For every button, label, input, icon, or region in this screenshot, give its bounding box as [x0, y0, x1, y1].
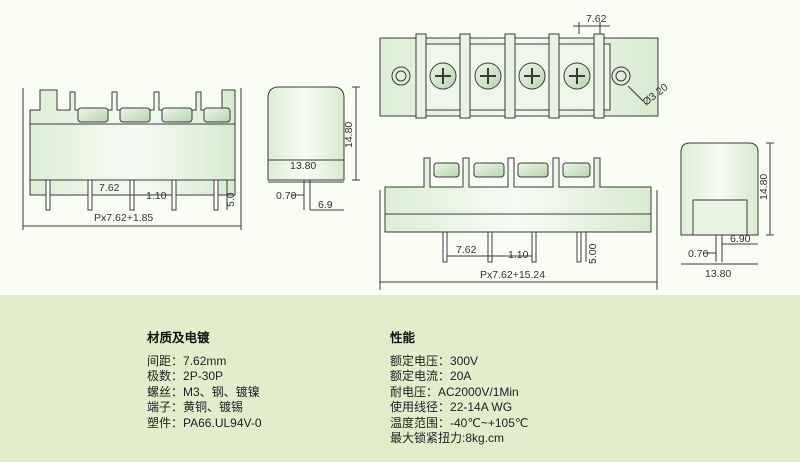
side-view-a — [267, 86, 360, 211]
spec-row: 极数：2P-30P — [147, 369, 262, 384]
technical-drawing: 7.62 Ø3.20 14.80 13.80 0.70 6.9 7.62 1.1… — [22, 13, 774, 290]
spec-key: 温度范围： — [390, 415, 451, 430]
spec-value: 20A — [450, 369, 472, 384]
dim-offset-b1: 0.70 — [688, 248, 709, 260]
dim-pin-b: 1.10 — [508, 249, 529, 261]
dim-offset-a2: 6.9 — [318, 199, 333, 211]
spec-key: 最大锁紧扭力: — [390, 430, 466, 445]
spec-row: 耐电压：AC2000V/1Min — [390, 385, 528, 400]
front-a-screws — [77, 107, 231, 123]
dim-pitch-top: 7.62 — [586, 13, 607, 25]
dim-offset-a1: 0.70 — [276, 190, 297, 202]
front-b-pins — [442, 231, 582, 263]
spec-key: 使用线径： — [390, 400, 451, 415]
dim-width-b: 13.80 — [705, 268, 731, 280]
dim-pitch-b: 7.62 — [456, 244, 477, 256]
spec-value: AC2000V/1Min — [438, 384, 519, 399]
spec-row: 温度范围：-40℃~+105℃ — [390, 416, 528, 431]
performance-section: 性能 额定电压：300V 额定电流：20A 耐电压：AC2000V/1Min 使… — [390, 327, 528, 446]
dim-height-b: 14.80 — [758, 174, 770, 200]
spec-row: 螺丝：M3、钢、镀镍 — [147, 385, 262, 400]
spec-key: 额定电流： — [390, 369, 451, 384]
spec-value: 22-14A WG — [450, 400, 513, 415]
spec-key: 耐电压： — [390, 384, 439, 399]
front-view-a — [22, 88, 242, 230]
spec-key: 额定电压： — [390, 354, 451, 368]
top-view-b — [379, 22, 659, 119]
front-b-screws — [433, 162, 591, 178]
dim-pitch-a: 7.62 — [99, 182, 120, 194]
dim-width-a: 13.80 — [290, 160, 316, 172]
spec-value: M3、钢、镀镍 — [183, 384, 260, 399]
spec-row: 额定电流：20A — [390, 369, 528, 384]
specs-panel: 材质及电镀 间距：7.62mm 极数：2P-30P 螺丝：M3、钢、镀镍 端子：… — [0, 295, 800, 462]
spec-key: 端子： — [147, 400, 184, 415]
spec-key: 间距： — [147, 354, 184, 368]
dim-pin-a: 1.10 — [146, 190, 167, 202]
top-b-screws — [429, 62, 591, 90]
side-view-b — [680, 142, 774, 265]
spec-row: 额定电压：300V — [390, 354, 528, 369]
dim-total-b: Px7.62+15.24 — [480, 269, 545, 281]
spec-value: -40℃~+105℃ — [450, 415, 529, 430]
dim-offset-b2: 6.90 — [730, 233, 751, 245]
dim-height-a: 14.80 — [343, 122, 355, 148]
front-view-b — [379, 157, 658, 290]
spec-value: 8kg.cm — [465, 430, 505, 445]
materials-title: 材质及电镀 — [147, 331, 210, 345]
spec-value: 7.62mm — [183, 354, 227, 368]
dim-pinlen-b: 5.00 — [587, 243, 599, 264]
spec-row: 使用线径：22-14A WG — [390, 400, 528, 415]
spec-row: 最大锁紧扭力:8kg.cm — [390, 431, 528, 446]
spec-row: 塑件：PA66.UL94V-0 — [147, 416, 262, 431]
spec-key: 塑件： — [147, 415, 184, 430]
spec-key: 极数： — [147, 369, 184, 384]
spec-key: 螺丝： — [147, 384, 184, 399]
spec-row: 端子：黄铜、镀锡 — [147, 400, 262, 415]
spec-row: 间距：7.62mm — [147, 354, 262, 369]
materials-section: 材质及电镀 间距：7.62mm 极数：2P-30P 螺丝：M3、钢、镀镍 端子：… — [147, 327, 262, 431]
spec-value: 2P-30P — [183, 369, 224, 384]
dim-total-a: Px7.62+1.85 — [94, 212, 153, 224]
performance-title: 性能 — [390, 331, 416, 345]
spec-value: PA66.UL94V-0 — [183, 415, 262, 430]
spec-value: 黄铜、镀锡 — [183, 400, 244, 415]
spec-value: 300V — [450, 354, 479, 368]
dim-pinlen-a: 5.0 — [225, 192, 237, 207]
